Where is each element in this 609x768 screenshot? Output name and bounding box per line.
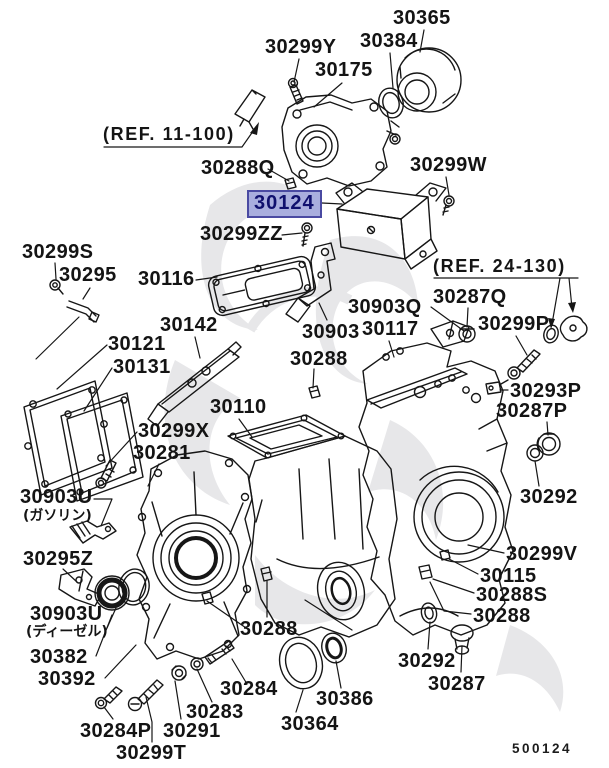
part-seal-30386 — [321, 632, 347, 664]
part-nut-30291 — [171, 665, 187, 681]
part-bracket-30903u-gas — [69, 520, 117, 544]
part-label-30365: 30365 — [393, 7, 451, 29]
part-adapter-30281 — [136, 450, 253, 660]
part-rail-30142 — [147, 341, 242, 427]
part-label-30124-highlighted[interactable]: 30124 — [247, 190, 322, 218]
part-bolt-30299t — [127, 679, 164, 712]
part-bolt-30299y — [287, 77, 304, 105]
part-ring-30364 — [278, 636, 324, 690]
part-dowel-30288s — [418, 564, 433, 580]
part-label-30392: 30392 — [38, 668, 96, 690]
part-label-30384: 30384 — [360, 30, 418, 52]
part-label-30131: 30131 — [113, 356, 171, 378]
part-label-30287p: 30287P — [496, 400, 568, 422]
part-label-30299p: 30299P — [478, 313, 550, 335]
part-label-30299y: 30299Y — [265, 36, 337, 58]
part-label-30288-bottom: 30288 — [240, 618, 298, 640]
part-label-30903: 30903 — [302, 321, 360, 343]
part-plate-30131 — [60, 392, 144, 502]
part-dowel-30288-left — [201, 591, 214, 605]
part-oring-30384 — [378, 87, 404, 119]
part-clip-30295 — [66, 300, 100, 323]
part-label-30110: 30110 — [210, 396, 267, 418]
part-label-30116: 30116 — [138, 268, 195, 290]
part-label-30293p: 30293P — [510, 380, 582, 402]
part-label-30284: 30284 — [220, 678, 278, 700]
part-oring-ref24 — [543, 324, 559, 344]
part-screw-30299w — [442, 195, 455, 216]
part-label-30142: 30142 — [160, 314, 218, 336]
part-bracket-30124 — [335, 182, 447, 270]
part-label-30299x: 30299X — [138, 420, 210, 442]
part-pin-30288q — [284, 177, 297, 190]
part-label-30299v: 30299V — [506, 543, 578, 565]
part-screw-30299s — [49, 279, 64, 295]
part-label-30903u-diesel: 30903U — [30, 603, 103, 625]
part-label-30115: 30115 — [480, 565, 537, 587]
part-sublabel-diesel: (ディーゼル) — [26, 624, 108, 640]
part-label-30295z: 30295Z — [23, 548, 94, 570]
part-label-30288q: 30288Q — [201, 157, 275, 179]
part-oring-30292-bottom — [420, 602, 438, 624]
watermark — [164, 181, 564, 712]
part-label-30295: 30295 — [59, 264, 117, 286]
part-oring-30392 — [118, 568, 150, 606]
part-label-30121: 30121 — [108, 333, 166, 355]
drawing-code: 500124 — [512, 741, 573, 756]
part-sublabel-gasoline: (ガソリン) — [23, 508, 92, 524]
part-label-30299zz: 30299ZZ — [200, 223, 283, 245]
part-bracket-30295z — [58, 568, 102, 607]
part-label-30117: 30117 — [362, 318, 419, 340]
part-label-30288-mid: 30288 — [290, 348, 348, 370]
part-cap-30287q — [458, 325, 476, 343]
part-grease-tube — [234, 89, 266, 130]
part-label-30281: 30281 — [133, 442, 191, 464]
part-label-30283: 30283 — [186, 701, 244, 723]
part-label-30386: 30386 — [316, 688, 374, 710]
part-bracket-30903q — [430, 320, 470, 348]
ref-label-11-100: (REF. 11-100) — [103, 124, 235, 144]
part-sensor-30293p — [485, 379, 509, 395]
part-label-30287q: 30287Q — [433, 286, 507, 308]
part-cover-30116 — [207, 255, 317, 317]
part-pin-30115 — [439, 549, 451, 561]
part-label-30364: 30364 — [281, 713, 339, 735]
leader-lines — [35, 29, 579, 743]
part-bolt-30299zz — [301, 222, 313, 247]
part-cover-30365 — [396, 47, 462, 113]
part-label-30287-bottom: 30287 — [428, 673, 486, 695]
part-bolt-30299x — [95, 459, 117, 489]
part-case-30110 — [227, 385, 398, 638]
part-plate-30121 — [23, 380, 113, 496]
part-label-30175: 30175 — [315, 59, 373, 81]
part-label-30299w: 30299W — [410, 154, 487, 176]
part-oring-30292-right — [526, 444, 544, 462]
part-label-30288-right: 30288 — [473, 605, 531, 627]
part-plug-30287p — [536, 432, 561, 456]
part-dowel-30288-center — [260, 566, 273, 582]
part-plug-30287-bottom — [450, 624, 474, 655]
part-label-30903u-gas: 30903U — [20, 486, 93, 508]
part-bolt-30299p — [507, 349, 541, 380]
part-label-30292-right: 30292 — [520, 486, 578, 508]
part-label-30382: 30382 — [30, 646, 88, 668]
part-washer-30283 — [190, 657, 204, 671]
part-bolt-30284p — [94, 686, 123, 710]
part-stud-30284 — [204, 640, 235, 665]
part-label-30903q: 30903Q — [348, 296, 422, 318]
ref-label-24-130: (REF. 24-130) — [433, 256, 566, 276]
part-housing-30175 — [281, 94, 401, 187]
part-label-30288s: 30288S — [476, 584, 548, 606]
part-label-30291: 30291 — [163, 720, 221, 742]
part-label-30284p: 30284P — [80, 720, 152, 742]
leader-arrowheads — [250, 122, 576, 329]
part-grommet-ref24 — [559, 315, 588, 342]
part-label-30299t: 30299T — [116, 742, 187, 764]
part-label-30292-bottom: 30292 — [398, 650, 456, 672]
part-label-30299s: 30299S — [22, 241, 94, 263]
